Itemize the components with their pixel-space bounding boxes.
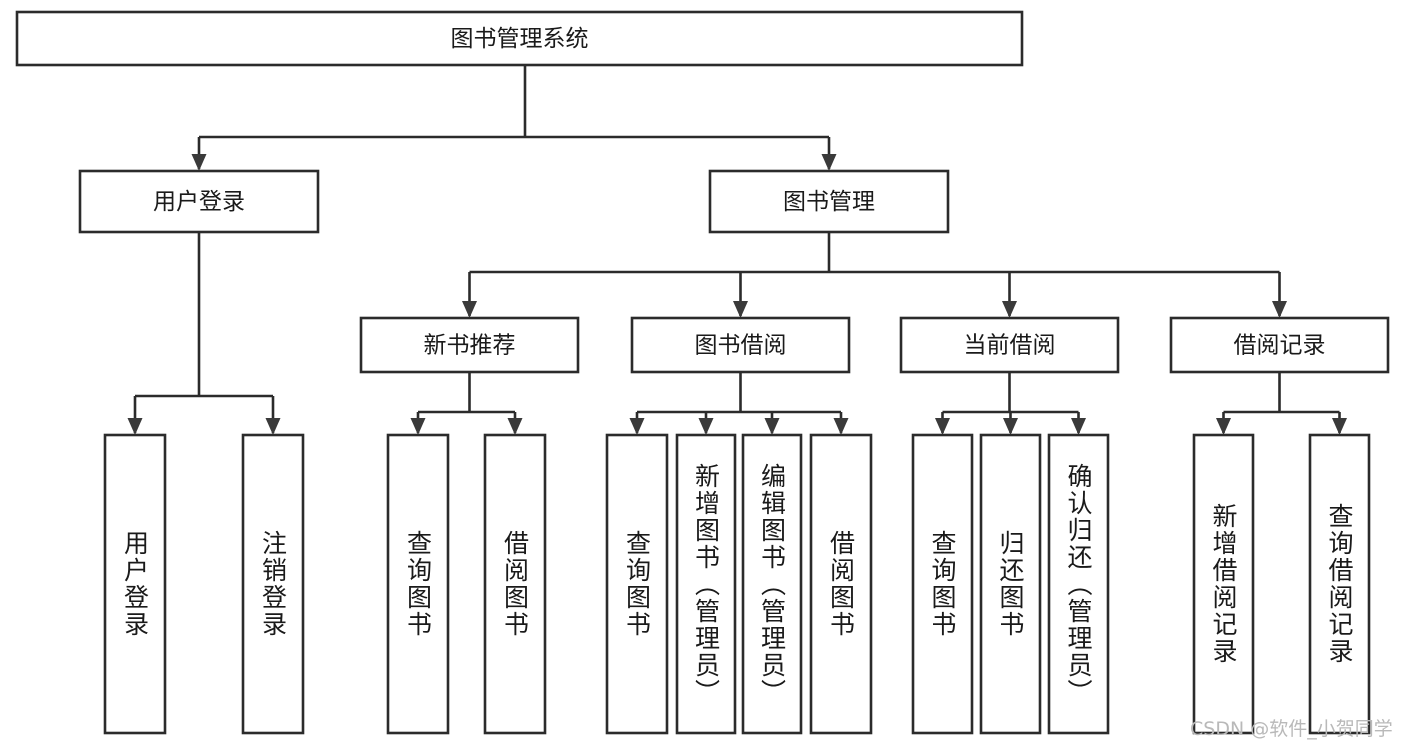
arrow-book-mgmt-level3-2 [1002, 301, 1017, 318]
level3-node-label-2: 当前借阅 [964, 333, 1056, 359]
leaf-node-label-9: 归还图书 [981, 435, 1040, 733]
leaf-node-text-2: 查询图书 [403, 530, 433, 638]
arrow-book-mgmt-level3-1 [733, 301, 748, 318]
leaf-node-label-11: 新增借阅记录 [1194, 435, 1253, 733]
level2-node-label-1: 图书管理 [783, 189, 875, 215]
csdn-watermark: CSDN @软件_小贺同学 [1190, 718, 1393, 740]
arrow-level3-leaf-1-3 [833, 418, 849, 435]
leaf-node-label-6: 编辑图书（管理员） [743, 435, 801, 733]
leaf-node-0[interactable] [103, 433, 167, 735]
leaf-node-text-4: 查询图书 [622, 530, 652, 638]
arrow-user-login-leaf-1 [265, 418, 281, 435]
arrow-level3-leaf-3-0 [1216, 418, 1231, 435]
leaf-node-text-12: 查询借阅记录 [1325, 503, 1354, 665]
arrow-root-to-level2-1 [821, 154, 837, 171]
leaf-node-text-11: 新增借阅记录 [1209, 503, 1238, 665]
leaf-node-9[interactable] [979, 433, 1042, 735]
arrow-level3-leaf-0-1 [507, 418, 523, 435]
leaf-node-11[interactable] [1192, 433, 1255, 735]
level3-node-label-3: 借阅记录 [1234, 333, 1326, 359]
leaf-node-text-5: 新增图书（管理员） [691, 462, 721, 706]
leaf-node-text-7: 借阅图书 [826, 530, 856, 638]
leaf-node-text-6: 编辑图书（管理员） [757, 462, 787, 706]
arrow-level3-leaf-1-1 [698, 418, 714, 435]
arrow-level3-leaf-0-0 [410, 418, 426, 435]
arrow-book-mgmt-level3-0 [462, 301, 477, 318]
arrow-level3-leaf-2-1 [1003, 418, 1018, 435]
leaf-node-6[interactable] [741, 433, 803, 735]
root-node-0[interactable] [15, 10, 1024, 67]
leaf-node-12[interactable] [1308, 433, 1371, 735]
leaf-node-label-10: 确认归还（管理员） [1049, 435, 1108, 733]
leaf-node-text-9: 归还图书 [996, 530, 1025, 638]
level2-node-0[interactable] [78, 169, 320, 234]
leaf-node-text-10: 确认归还（管理员） [1064, 462, 1093, 706]
level2-node-label-0: 用户登录 [153, 189, 245, 215]
leaf-node-text-3: 借阅图书 [500, 530, 530, 638]
leaf-node-text-0: 用户登录 [120, 530, 150, 638]
leaf-node-5[interactable] [675, 433, 737, 735]
arrow-level3-leaf-2-2 [1071, 418, 1086, 435]
leaf-node-4[interactable] [605, 433, 669, 735]
arrow-level3-leaf-1-0 [629, 418, 645, 435]
leaf-node-7[interactable] [809, 433, 873, 735]
arrow-book-mgmt-level3-3 [1272, 301, 1287, 318]
leaf-node-2[interactable] [386, 433, 450, 735]
level3-node-2[interactable] [899, 316, 1120, 374]
boxes-layer [15, 10, 1390, 735]
connectors-layer [127, 65, 1347, 435]
arrow-level3-leaf-3-1 [1332, 418, 1347, 435]
level3-node-label-0: 新书推荐 [424, 333, 516, 359]
level3-node-3[interactable] [1169, 316, 1390, 374]
arrow-level3-leaf-2-0 [935, 418, 950, 435]
leaf-node-8[interactable] [911, 433, 974, 735]
leaf-node-label-0: 用户登录 [105, 435, 165, 733]
root-node-label-0: 图书管理系统 [451, 26, 589, 52]
leaf-node-label-7: 借阅图书 [811, 435, 871, 733]
level3-node-0[interactable] [359, 316, 580, 374]
leaf-node-3[interactable] [483, 433, 547, 735]
level2-node-1[interactable] [708, 169, 950, 234]
arrow-user-login-leaf-0 [127, 418, 143, 435]
leaf-node-label-8: 查询图书 [913, 435, 972, 733]
leaf-node-label-1: 注销登录 [243, 435, 303, 733]
leaf-node-label-3: 借阅图书 [485, 435, 545, 733]
leaf-node-text-8: 查询图书 [928, 530, 957, 638]
leaf-node-label-2: 查询图书 [388, 435, 448, 733]
arrow-level3-leaf-1-2 [764, 418, 780, 435]
level3-node-1[interactable] [630, 316, 851, 374]
leaf-node-10[interactable] [1047, 433, 1110, 735]
leaf-node-label-4: 查询图书 [607, 435, 667, 733]
arrow-root-to-level2-0 [191, 154, 207, 171]
leaf-node-label-5: 新增图书（管理员） [677, 435, 735, 733]
level3-node-label-1: 图书借阅 [695, 333, 787, 359]
leaf-node-text-1: 注销登录 [258, 530, 288, 638]
leaf-node-label-12: 查询借阅记录 [1310, 435, 1369, 733]
leaf-node-1[interactable] [241, 433, 305, 735]
